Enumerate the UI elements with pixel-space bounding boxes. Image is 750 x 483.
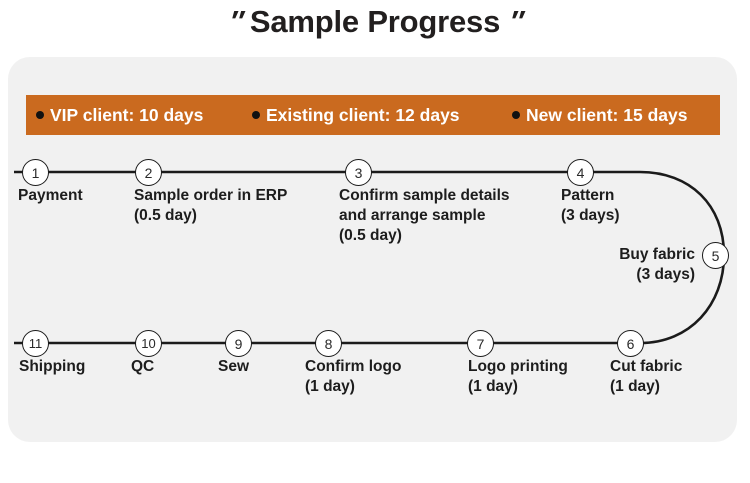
flow-node-number: 7 [476, 335, 485, 352]
flow-node-number: 1 [31, 164, 40, 181]
quote-mark-right-icon: ″ [506, 6, 524, 38]
flow-node-number: 5 [711, 247, 720, 264]
flow-label-5: Buy fabric (3 days) [619, 246, 695, 283]
flow-label-1: Payment [18, 187, 83, 204]
flow-node-1[interactable]: 1 [22, 159, 49, 186]
flow-label-7: Logo printing (1 day) [468, 358, 568, 395]
flow-node-number: 9 [234, 335, 243, 352]
banner-item-label: Existing client: 12 days [266, 104, 460, 125]
flow-node-6[interactable]: 6 [617, 330, 644, 357]
flow-label-9: Sew [218, 358, 250, 375]
bullet-dot-icon [512, 111, 520, 119]
banner-item-label: New client: 15 days [526, 104, 688, 125]
flow-node-number: 2 [144, 164, 153, 181]
flow-node-2[interactable]: 2 [135, 159, 162, 186]
flow-node-number: 11 [28, 336, 43, 351]
flow-node-number: 10 [141, 336, 156, 351]
flow-node-4[interactable]: 4 [567, 159, 594, 186]
page-title: ″Sample Progress″ [0, 4, 750, 40]
flow-label-3: Confirm sample details and arrange sampl… [339, 187, 510, 244]
flow-node-10[interactable]: 10 [135, 330, 162, 357]
flow-node-3[interactable]: 3 [345, 159, 372, 186]
flow-label-10: QC [131, 358, 155, 375]
page-title-text: Sample Progress [249, 4, 501, 39]
flow-node-9[interactable]: 9 [225, 330, 252, 357]
banner-item-existing-client: Existing client: 12 days [252, 95, 460, 135]
bullet-dot-icon [36, 111, 44, 119]
quote-mark-left-icon: ″ [226, 6, 244, 38]
flow-node-7[interactable]: 7 [467, 330, 494, 357]
banner-item-label: VIP client: 10 days [50, 104, 204, 125]
flow-label-6: Cut fabric (1 day) [610, 358, 683, 395]
client-lead-time-banner: VIP client: 10 days Existing client: 12 … [26, 95, 720, 135]
flow-node-8[interactable]: 8 [315, 330, 342, 357]
flow-label-4: Pattern (3 days) [561, 187, 620, 224]
flow-node-number: 8 [324, 335, 333, 352]
bullet-dot-icon [252, 111, 260, 119]
flow-label-8: Confirm logo (1 day) [305, 358, 402, 395]
flow-node-number: 3 [354, 164, 363, 181]
flow-node-number: 4 [576, 164, 585, 181]
flow-label-11: Shipping [19, 358, 86, 375]
flow-node-11[interactable]: 11 [22, 330, 49, 357]
flow-label-2: Sample order in ERP (0.5 day) [134, 187, 288, 224]
flow-node-number: 6 [626, 335, 635, 352]
banner-item-new-client: New client: 15 days [512, 95, 687, 135]
flow-node-5[interactable]: 5 [702, 242, 729, 269]
banner-item-vip-client: VIP client: 10 days [36, 95, 203, 135]
